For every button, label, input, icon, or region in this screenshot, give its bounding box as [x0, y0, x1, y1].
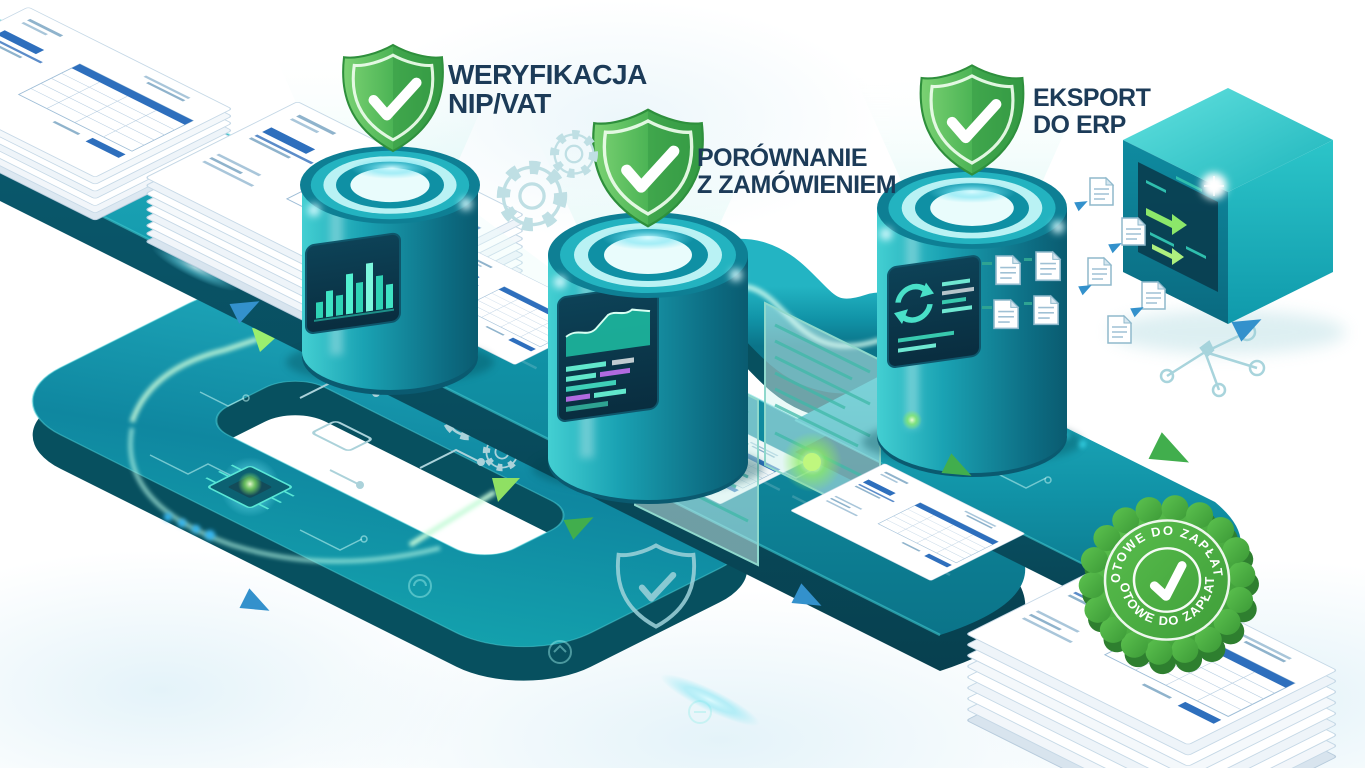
sync-icon	[894, 282, 934, 325]
label-eksport-line1: EKSPORT	[1033, 84, 1151, 112]
bar-chart-icon	[314, 262, 394, 322]
label-eksport-line2: DO ERP	[1033, 111, 1126, 139]
approved-invoice-stack: GOTOWE DO ZAPŁATY · GOTOWE DO ZAPŁATY ·	[966, 490, 1337, 768]
approval-stamp-icon: GOTOWE DO ZAPŁATY · GOTOWE DO ZAPŁATY ·	[1072, 490, 1265, 680]
export-doc-grid	[982, 251, 1061, 330]
line-chart-icon	[565, 308, 651, 357]
station-weryfikacja	[286, 45, 494, 395]
screen-line-chart	[557, 283, 659, 422]
screen-bar-chart	[305, 232, 401, 334]
label-weryfikacja-line1: WERYFIKACJA	[448, 59, 647, 90]
processor-chip-icon	[205, 457, 295, 517]
label-porownanie-line1: PORÓWNANIE	[697, 142, 867, 172]
station-eksport	[862, 65, 1082, 477]
step-labels: WERYFIKACJA NIP/VAT PORÓWNANIE Z ZAMÓWIE…	[448, 59, 1151, 199]
shield-outline-icon	[615, 543, 697, 629]
erp-cube	[1110, 88, 1346, 354]
station-porownanie	[532, 110, 764, 504]
label-porownanie-line2: Z ZAMÓWIENIEM	[697, 169, 896, 199]
screen-sync	[887, 255, 981, 368]
cube-data-panel	[1138, 162, 1218, 292]
label-weryfikacja-line2: NIP/VAT	[448, 88, 551, 119]
check-icon	[1149, 561, 1187, 601]
glow-dots	[164, 513, 215, 540]
